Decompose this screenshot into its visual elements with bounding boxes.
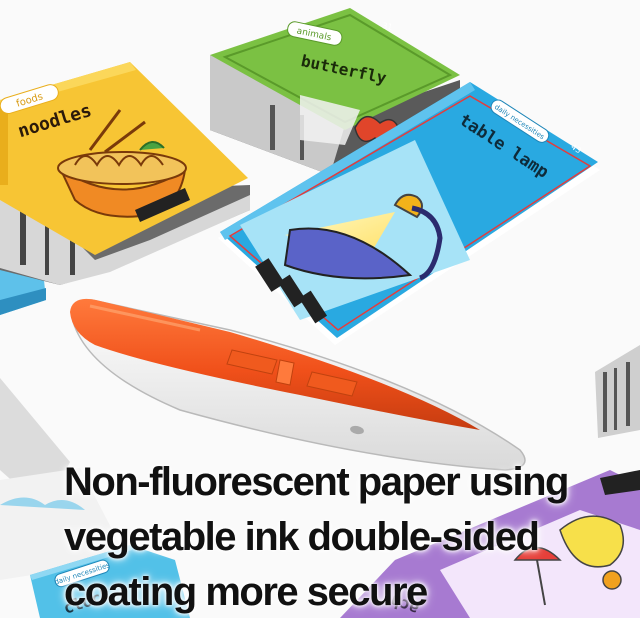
foods-card: foods noodles [0, 62, 250, 285]
bottom-right-card: ach [340, 470, 640, 618]
caption-line-2: vegetable ink double-sided [64, 515, 540, 559]
animal-illustration [559, 515, 625, 568]
caption-line-3: coating more secure [64, 570, 428, 614]
animals-card-number: 31 [381, 21, 393, 32]
product-caption: Non-fluorescent paper using vegetable in… [64, 455, 624, 618]
pen-button-left [226, 349, 278, 375]
reading-pen [70, 298, 526, 471]
umbrella-illustration [513, 546, 562, 561]
table-lamp-illustration [283, 193, 443, 281]
bottom-left-card-stack [0, 378, 128, 580]
pen-button-right [306, 371, 358, 397]
clock-card: daily necessities clock [30, 545, 190, 618]
animals-card: animals butterfly 31 [210, 8, 460, 175]
caption-line-1: Non-fluorescent paper using [64, 460, 570, 504]
right-card-stack [595, 345, 640, 438]
lamp-card-barcode [255, 258, 328, 324]
pen-indicator-light [350, 425, 364, 435]
table-lamp-card: daily necessities table lamp 43 [218, 82, 600, 345]
